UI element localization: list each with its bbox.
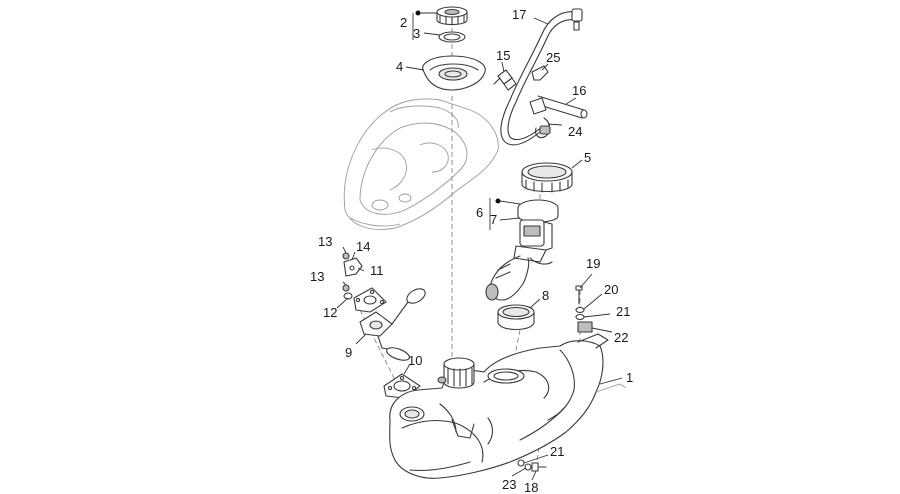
bracket-14 [343,257,363,277]
sender-plate-11 [353,287,387,313]
callout-19: 19 [586,256,600,271]
callout-13-bottom: 13 [310,269,324,284]
callout-labels: 2 3 4 15 17 25 16 24 5 6 7 8 13 14 11 13… [310,7,633,494]
callout-25: 25 [546,50,560,65]
screw-13-top [342,252,350,260]
washer-20 [575,306,585,314]
callout-23: 23 [502,477,516,492]
callout-24: 24 [568,124,582,139]
callout-7: 7 [490,212,497,227]
callout-8: 8 [542,288,549,303]
fuel-tank [389,333,627,479]
callout-11: 11 [370,263,384,278]
callout-12: 12 [323,305,337,320]
callout-13-top: 13 [318,234,332,249]
callout-6: 6 [476,205,483,220]
callout-4: 4 [396,59,403,74]
callout-21-bottom: 21 [550,444,564,459]
fitting-25 [531,65,549,81]
hose-clamp-24 [529,97,551,139]
washer-12 [343,292,353,300]
frame-background [343,98,499,230]
washer-21-bottom [517,459,525,467]
callout-16: 16 [572,83,586,98]
fuel-pump [485,199,559,301]
level-sender-9 [359,288,426,361]
filler-cap [436,6,468,26]
bolt-19 [575,285,583,305]
connector-15 [493,69,517,91]
cap-seal [438,31,466,43]
callout-3: 3 [413,26,420,41]
fuel-hose-17 [500,8,583,146]
washer-21-right [575,313,585,321]
washer-23 [524,463,532,471]
callout-5: 5 [584,150,591,165]
callout-21-right: 21 [616,304,630,319]
callout-15: 15 [496,48,510,63]
callout-10: 10 [408,353,422,368]
callout-14: 14 [356,239,370,254]
callout-2: 2 [400,15,407,30]
bolt-18 [531,462,547,472]
filler-flange [422,55,486,91]
leader-lines [336,10,623,481]
callout-18: 18 [524,480,538,494]
callout-22: 22 [614,330,628,345]
clip-22 [577,321,593,333]
callout-17: 17 [512,7,526,22]
callout-1: 1 [626,370,633,385]
pump-seal [497,304,535,331]
callout-9: 9 [345,345,352,360]
screw-13-bottom [342,284,350,292]
pump-ring-nut [521,162,573,193]
callout-20: 20 [604,282,618,297]
